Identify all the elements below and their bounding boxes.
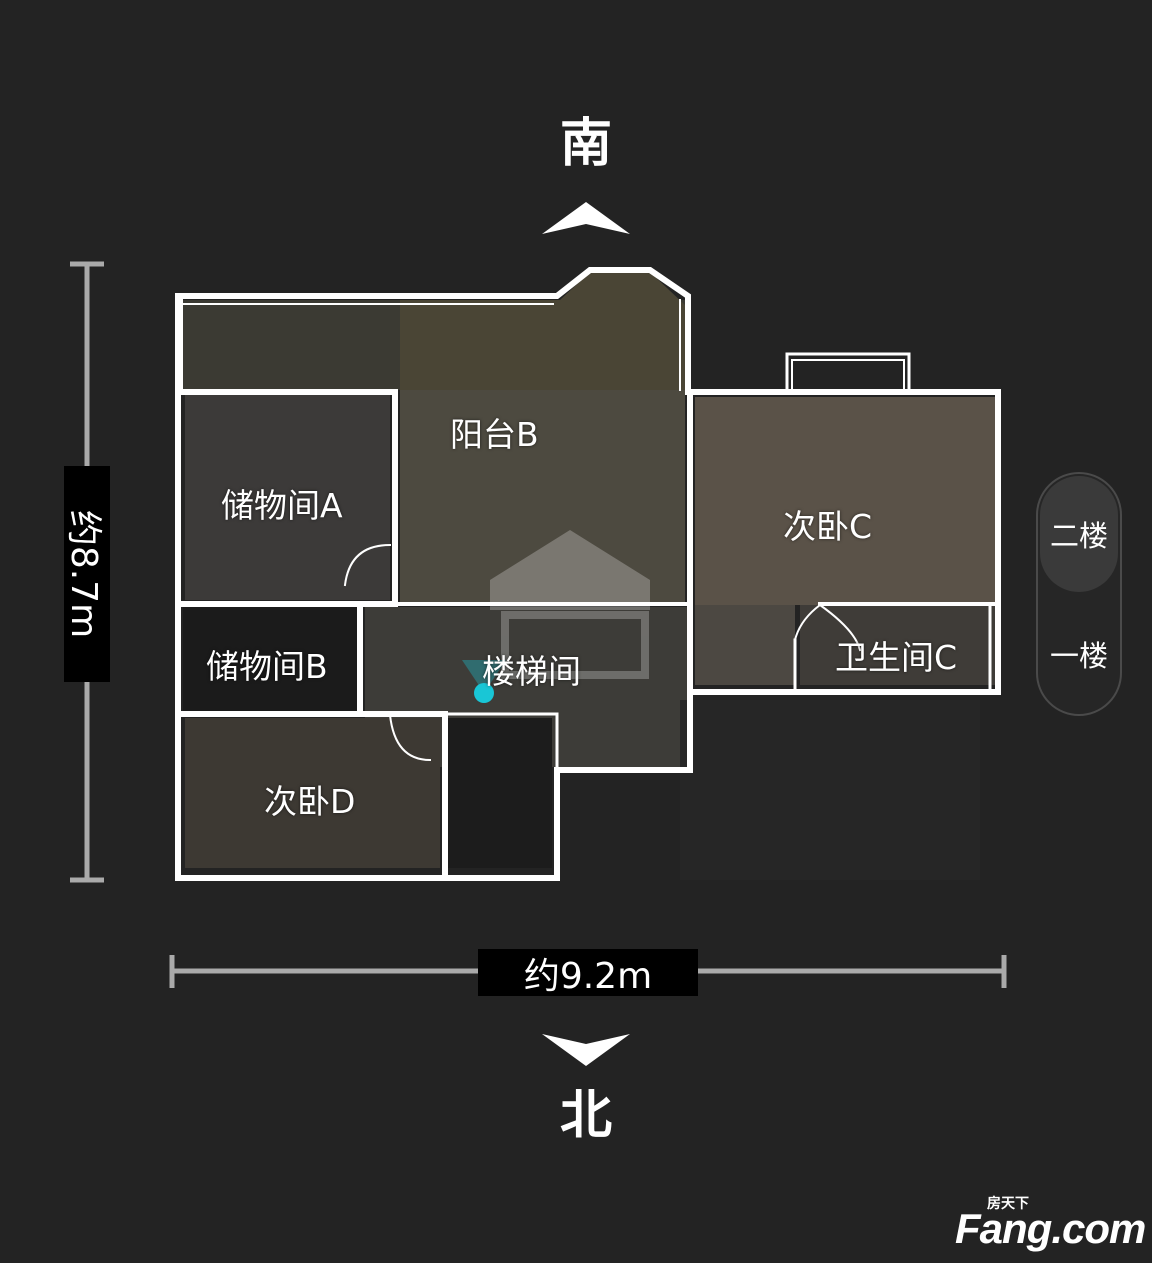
room-fills (180, 272, 995, 880)
room-label-storage-a: 储物间A (221, 486, 343, 525)
room-label-bathroom-c: 卫生间C (835, 638, 958, 677)
width-dimension-label: 约9.2m (478, 949, 698, 997)
height-dimension-label: 约8.7m (63, 509, 105, 639)
chevron-up-icon (542, 202, 630, 234)
room-label-storage-b: 储物间B (206, 647, 328, 686)
logo-text: Fang.com (955, 1205, 1146, 1252)
current-position-marker (474, 683, 494, 703)
floor-button-2f[interactable]: 二楼 (1040, 476, 1118, 592)
room-label-bedroom-d: 次卧D (264, 782, 356, 821)
compass-north-label: 北 (559, 1086, 612, 1146)
compass-south-label: 南 (559, 114, 612, 174)
fang-logo: 房天下 Fang.com (955, 1193, 1146, 1252)
room-label-bedroom-c: 次卧C (783, 507, 873, 546)
room-label-stairwell: 楼梯间 (482, 652, 581, 691)
floor-button-1f[interactable]: 一楼 (1049, 639, 1108, 673)
room-label-balcony-b: 阳台B (450, 415, 539, 454)
height-dimension-badge: 约8.7m (63, 466, 110, 682)
chevron-down-icon (542, 1034, 630, 1066)
watermark-house-icon (490, 530, 650, 679)
logo-subtitle: 房天下 (987, 1196, 1029, 1212)
